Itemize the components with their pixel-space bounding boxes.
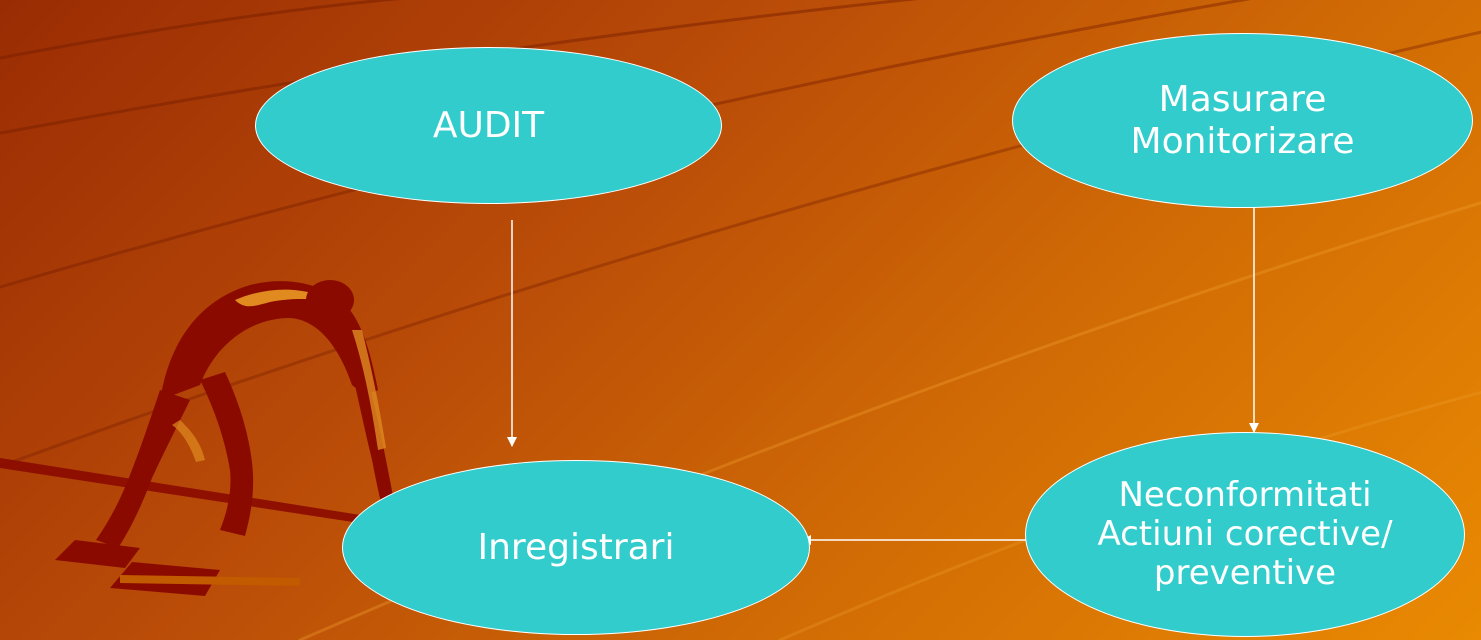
- sprinter-at-starting-blocks-icon: [0, 280, 396, 596]
- node-inregistrari: Inregistrari: [342, 460, 810, 635]
- node-inregistrari-label: Inregistrari: [477, 526, 675, 568]
- node-audit-label: AUDIT: [432, 104, 545, 146]
- node-neconformitati-label: Neconformitati Actiuni corective/ preven…: [1097, 474, 1393, 594]
- node-masurare-monitorizare: Masurare Monitorizare: [1012, 33, 1473, 208]
- node-neconformitati: Neconformitati Actiuni corective/ preven…: [1025, 432, 1465, 637]
- node-audit: AUDIT: [255, 47, 722, 204]
- node-masurare-label: Masurare Monitorizare: [1130, 79, 1355, 162]
- track-line: [0, 0, 401, 60]
